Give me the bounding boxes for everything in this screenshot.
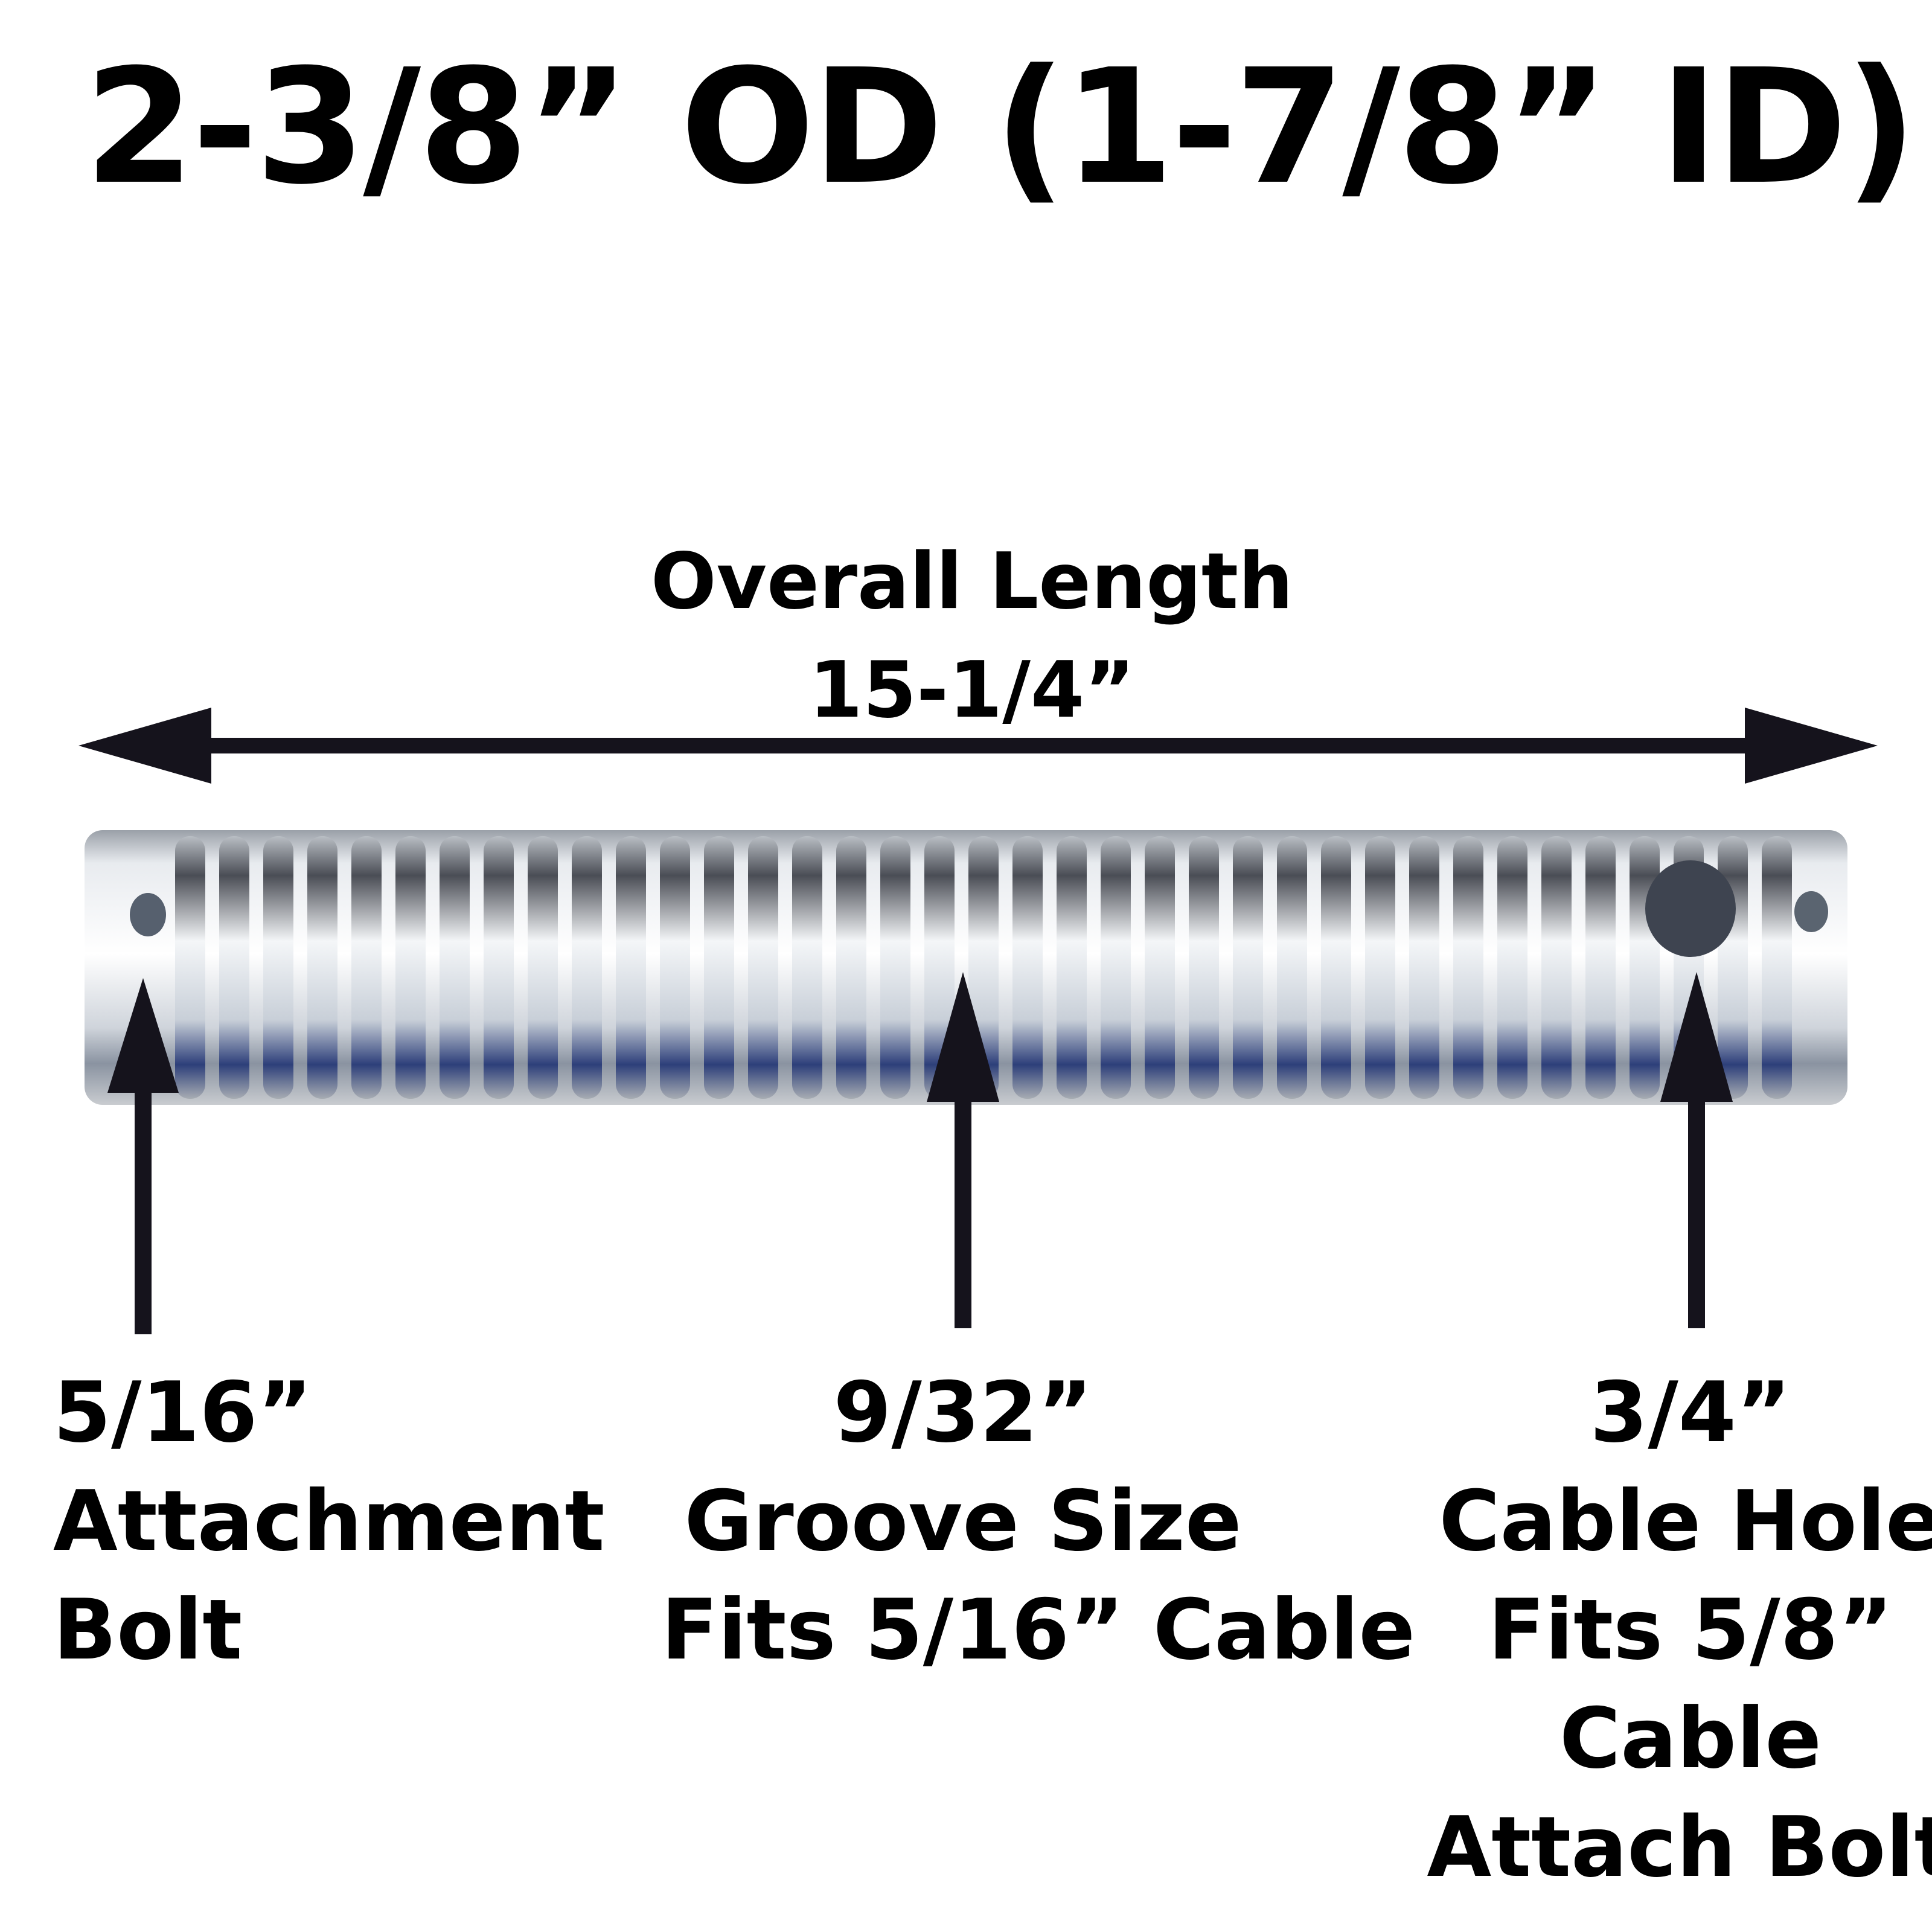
groove — [528, 836, 558, 1099]
overall-length-arrow — [78, 708, 1878, 784]
arrow-up-icon — [927, 972, 999, 1102]
groove — [1497, 836, 1527, 1099]
groove — [748, 836, 778, 1099]
callout-text: Attach Bolt — [1427, 1799, 1932, 1896]
drum — [85, 830, 1847, 1105]
callout-text: Fits 5/16” Cable — [661, 1581, 1416, 1678]
groove — [484, 836, 514, 1099]
callout-cable-hole: 3/4” Cable Hole Fits 5/8” Cable Attach B… — [1389, 1358, 1932, 1902]
callout-text: Cable Hole — [1439, 1473, 1932, 1570]
groove — [395, 836, 426, 1099]
groove — [263, 836, 293, 1099]
groove — [792, 836, 822, 1099]
arrow-up-icon — [1660, 972, 1733, 1102]
callout-text: Cable — [1559, 1690, 1822, 1787]
callout-size: 5/16” — [53, 1364, 313, 1461]
callout-size: 3/4” — [1590, 1364, 1791, 1461]
arrowhead-right-icon — [1745, 708, 1878, 784]
groove — [1277, 836, 1307, 1099]
callout-arrow-middle — [927, 972, 999, 1328]
overall-length-value: 15-1/4” — [808, 645, 1136, 735]
groove — [660, 836, 690, 1099]
groove — [1321, 836, 1351, 1099]
cable-hole — [1645, 860, 1736, 957]
groove — [440, 836, 470, 1099]
callout-text: Attachment — [53, 1473, 605, 1570]
attachment-bolt-hole — [130, 893, 166, 936]
callout-text: Groove Size — [684, 1473, 1242, 1570]
page-title: 2-3/8” OD (1-7/8” ID) — [85, 35, 1917, 219]
groove — [1233, 836, 1263, 1099]
groove — [1630, 836, 1660, 1099]
callout-arrow-right — [1660, 972, 1733, 1328]
callout-size: 9/32” — [833, 1364, 1093, 1461]
groove — [307, 836, 337, 1099]
groove — [572, 836, 602, 1099]
groove — [616, 836, 646, 1099]
groove — [1012, 836, 1043, 1099]
groove — [219, 836, 249, 1099]
callout-arrow-left — [107, 978, 179, 1334]
groove — [836, 836, 866, 1099]
callout-text: Fits 5/8” — [1488, 1581, 1893, 1678]
groove — [1101, 836, 1131, 1099]
groove — [1762, 836, 1792, 1099]
arrowhead-left-icon — [78, 708, 211, 784]
groove — [1145, 836, 1175, 1099]
callout-attachment-bolt: 5/16” Attachment Bolt — [53, 1358, 605, 1684]
groove — [1453, 836, 1483, 1099]
attachment-bolt-hole-right — [1794, 891, 1828, 932]
groove — [175, 836, 205, 1099]
groove — [880, 836, 910, 1099]
groove — [704, 836, 734, 1099]
groove — [351, 836, 382, 1099]
arrow-up-icon — [107, 978, 179, 1093]
groove — [1189, 836, 1219, 1099]
callout-text: Bolt — [53, 1581, 243, 1678]
groove — [1541, 836, 1572, 1099]
groove — [1585, 836, 1616, 1099]
overall-length-label: Overall Length — [650, 537, 1294, 627]
groove — [1409, 836, 1439, 1099]
callout-groove-size: 9/32” Groove Size Fits 5/16” Cable — [661, 1358, 1416, 1684]
groove — [1057, 836, 1087, 1099]
groove — [1365, 836, 1395, 1099]
